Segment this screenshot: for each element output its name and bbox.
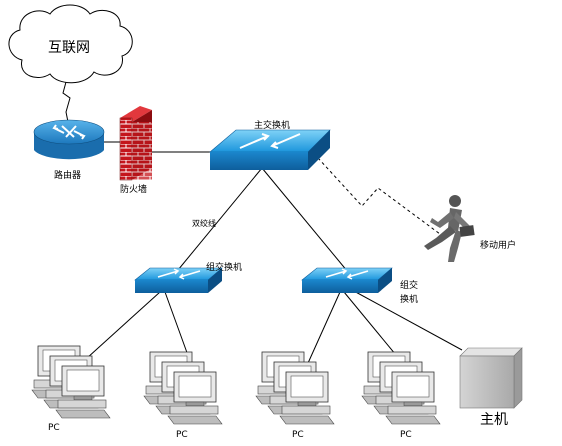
group-switch-right-label-1: 组交 xyxy=(400,279,418,291)
pc-group-label-4: PC xyxy=(400,430,412,440)
router-icon: 路由器 xyxy=(33,119,105,181)
group-switch-left-icon: 组交换机 xyxy=(134,261,242,293)
host-icon: 主机 xyxy=(459,347,523,428)
mobile-user-label: 移动用户 xyxy=(480,239,516,251)
group-switch-right-label-2: 换机 xyxy=(400,293,418,305)
link-left-pc1 xyxy=(75,291,161,369)
pc-group-label-3: PC xyxy=(292,430,304,440)
internet-cloud: 互联网 xyxy=(8,4,133,84)
group-switch-right-icon: 组交 换机 xyxy=(301,267,418,305)
pc-group-label-2: PC xyxy=(176,430,188,440)
connections xyxy=(62,81,463,373)
host-label: 主机 xyxy=(480,412,508,428)
pc-group-3 xyxy=(255,351,335,425)
twisted-pair-label: 双绞线 xyxy=(192,218,216,228)
firewall-label: 防火墙 xyxy=(120,183,147,195)
main-switch-icon: 主交换机 xyxy=(209,119,331,170)
main-switch-label: 主交换机 xyxy=(254,119,290,131)
internet-label: 互联网 xyxy=(48,40,90,56)
link-wireless-mobile xyxy=(317,157,441,235)
pc-icon xyxy=(55,365,111,419)
firewall-icon: 防火墙 xyxy=(119,106,152,195)
mobile-user-icon: 移动用户 xyxy=(424,195,516,262)
pc-icon xyxy=(279,371,335,425)
pc-icon xyxy=(385,371,441,425)
pc-group-label-1: PC xyxy=(48,423,60,433)
pc-group-2 xyxy=(143,351,223,425)
group-switch-left-label: 组交换机 xyxy=(206,261,242,273)
link-main-rightswitch xyxy=(261,167,349,273)
pc-group-4 xyxy=(361,351,441,425)
link-right-host xyxy=(351,289,463,351)
pc-icon xyxy=(167,371,223,425)
pc-layer xyxy=(31,345,441,425)
link-main-leftswitch xyxy=(177,167,263,271)
pc-group-1 xyxy=(31,345,111,419)
link-internet-router xyxy=(62,81,71,123)
router-label: 路由器 xyxy=(54,169,81,181)
link-right-pc3 xyxy=(303,291,341,373)
